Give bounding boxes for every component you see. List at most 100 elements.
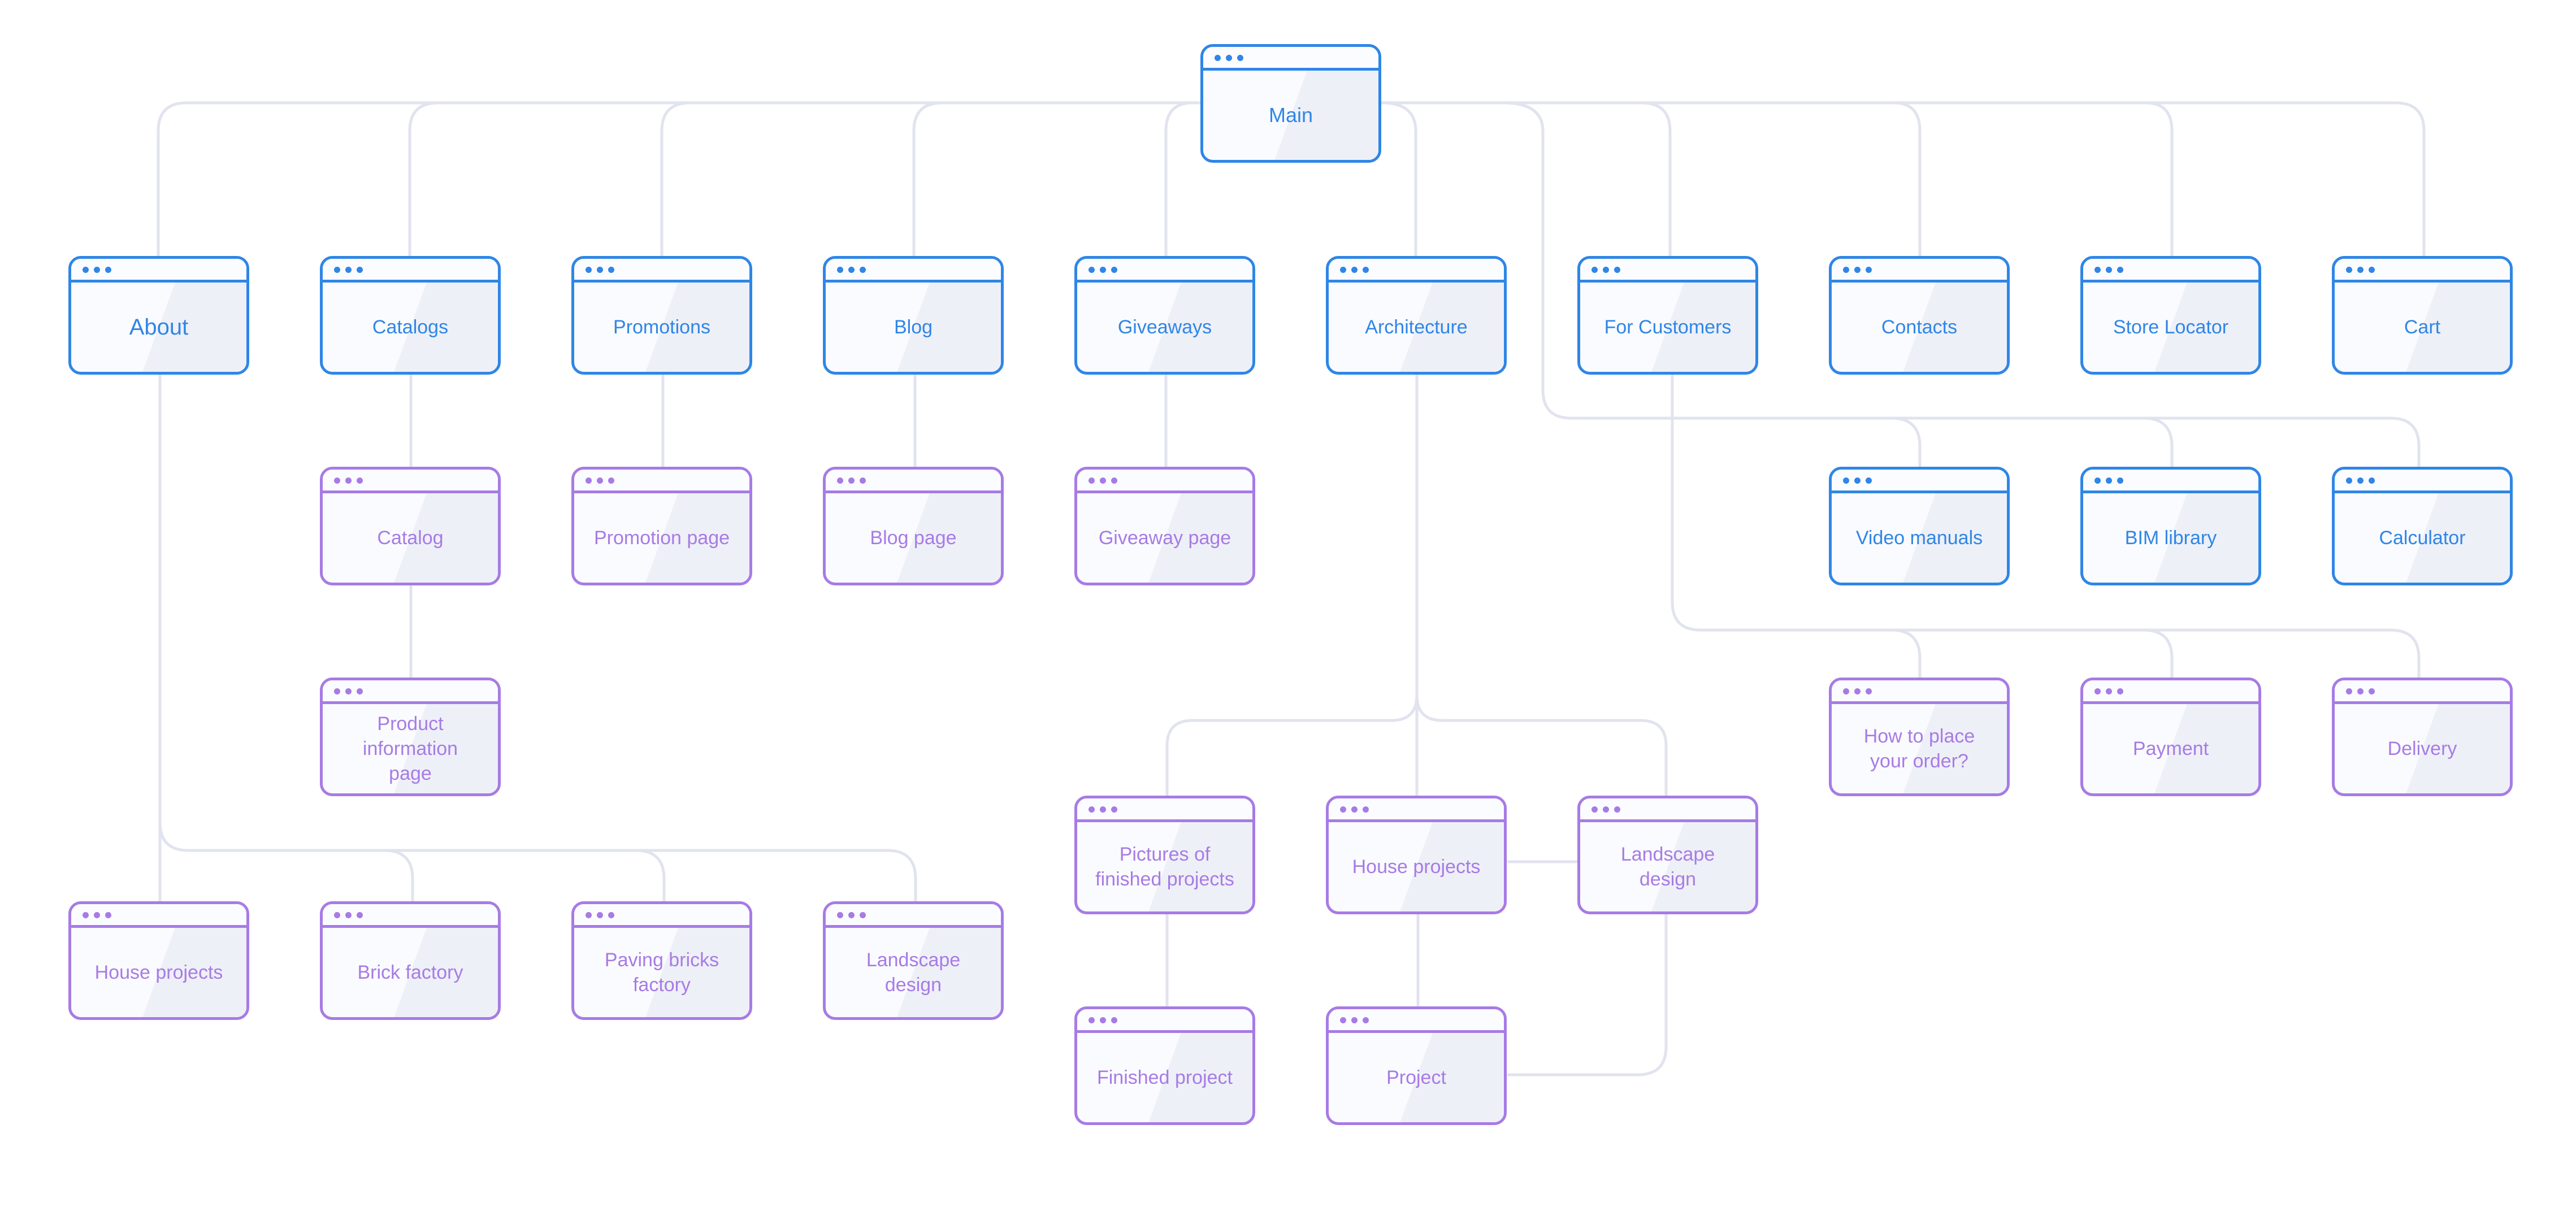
window-dots-icon <box>2346 688 2375 695</box>
window-dots-icon <box>586 477 614 484</box>
node-delivery[interactable]: Delivery <box>2332 678 2513 796</box>
node-promotions[interactable]: Promotions <box>571 256 752 375</box>
window-dots-icon <box>1340 267 1369 273</box>
window-dots-icon <box>1088 1017 1117 1024</box>
window-dots-icon <box>1843 267 1872 273</box>
window-titlebar <box>71 259 246 283</box>
window-titlebar <box>323 904 498 928</box>
connector-project-pages <box>1165 860 1668 1076</box>
window-titlebar <box>2335 680 2510 704</box>
node-blog-page[interactable]: Blog page <box>823 467 1004 585</box>
node-label: Project <box>1386 1067 1446 1088</box>
window-dots-icon <box>586 912 614 919</box>
connector-architecture-branch <box>1165 373 1668 797</box>
window-dots-icon <box>1340 806 1369 813</box>
window-titlebar <box>826 904 1001 928</box>
node-catalog[interactable]: Catalog <box>320 467 501 585</box>
window-dots-icon <box>2094 267 2123 273</box>
node-label: Video manuals <box>1855 527 1983 549</box>
node-bim-library[interactable]: BIM library <box>2080 467 2261 585</box>
connector-about-branch <box>158 373 917 903</box>
node-label: Store Locator <box>2113 316 2229 338</box>
node-label: Main <box>1268 103 1313 127</box>
node-label: Architecture <box>1365 316 1468 338</box>
node-video-manuals[interactable]: Video manuals <box>1829 467 2010 585</box>
window-titlebar <box>2083 680 2258 704</box>
node-about-landscape-design[interactable]: Landscape design <box>823 901 1004 1020</box>
window-dots-icon <box>334 477 363 484</box>
window-titlebar <box>2335 470 2510 493</box>
node-label: About <box>129 315 189 340</box>
connector-main-to-architecture <box>1380 101 1417 258</box>
window-titlebar <box>1580 259 1755 283</box>
window-dots-icon <box>1088 267 1117 273</box>
node-paving-bricks-factory[interactable]: Paving bricks factory <box>571 901 752 1020</box>
window-dots-icon <box>334 912 363 919</box>
node-label: House projects <box>94 962 223 983</box>
node-about[interactable]: About <box>68 256 249 375</box>
window-dots-icon <box>1088 477 1117 484</box>
window-dots-icon <box>2094 688 2123 695</box>
node-label: Catalog <box>377 527 444 549</box>
node-main[interactable]: Main <box>1200 44 1381 163</box>
node-payment[interactable]: Payment <box>2080 678 2261 796</box>
node-finished-project[interactable]: Finished project <box>1074 1006 1255 1125</box>
window-titlebar <box>71 904 246 928</box>
node-blog[interactable]: Blog <box>823 256 1004 375</box>
window-titlebar <box>1832 259 2007 283</box>
window-titlebar <box>826 259 1001 283</box>
node-product-information-page[interactable]: Product information page <box>320 678 501 796</box>
node-label: Brick factory <box>357 962 463 983</box>
window-titlebar <box>826 470 1001 493</box>
window-dots-icon <box>2094 477 2123 484</box>
window-titlebar <box>1077 798 1252 822</box>
window-dots-icon <box>1340 1017 1369 1024</box>
node-label: Blog <box>894 316 933 338</box>
connector-main-to-customer-tools <box>1502 101 2421 468</box>
window-titlebar <box>574 259 749 283</box>
window-titlebar <box>1329 259 1504 283</box>
node-about-house-projects[interactable]: House projects <box>68 901 249 1020</box>
node-label: Paving bricks factory <box>604 949 719 996</box>
window-titlebar <box>1329 1009 1504 1033</box>
node-promotion-page[interactable]: Promotion page <box>571 467 752 585</box>
window-dots-icon <box>837 912 866 919</box>
window-titlebar <box>1832 470 2007 493</box>
window-titlebar <box>323 259 498 283</box>
window-titlebar <box>323 680 498 704</box>
node-label: For Customers <box>1604 316 1732 338</box>
node-catalogs[interactable]: Catalogs <box>320 256 501 375</box>
window-dots-icon <box>837 477 866 484</box>
node-architecture-landscape-design[interactable]: Landscape design <box>1577 796 1758 914</box>
node-pictures-of-finished-projects[interactable]: Pictures of finished projects <box>1074 796 1255 914</box>
node-giveaways[interactable]: Giveaways <box>1074 256 1255 375</box>
node-how-to-place-order[interactable]: How to place your order? <box>1829 678 2010 796</box>
node-label: House projects <box>1352 856 1481 878</box>
window-dots-icon <box>2346 477 2375 484</box>
window-titlebar <box>574 904 749 928</box>
window-titlebar <box>2083 259 2258 283</box>
window-titlebar <box>1203 47 1378 71</box>
node-architecture-house-projects[interactable]: House projects <box>1326 796 1507 914</box>
node-label: Landscape design <box>1620 844 1715 890</box>
window-dots-icon <box>83 912 111 919</box>
node-label: BIM library <box>2124 527 2217 549</box>
window-titlebar <box>1832 680 2007 704</box>
node-contacts[interactable]: Contacts <box>1829 256 2010 375</box>
node-label: Cart <box>2404 316 2441 338</box>
node-label: Landscape design <box>866 949 961 996</box>
connector-customers-to-info-pages <box>1671 373 2421 679</box>
node-store-locator[interactable]: Store Locator <box>2080 256 2261 375</box>
node-for-customers[interactable]: For Customers <box>1577 256 1758 375</box>
window-dots-icon <box>1088 806 1117 813</box>
node-calculator[interactable]: Calculator <box>2332 467 2513 585</box>
node-cart[interactable]: Cart <box>2332 256 2513 375</box>
node-architecture[interactable]: Architecture <box>1326 256 1507 375</box>
node-giveaway-page[interactable]: Giveaway page <box>1074 467 1255 585</box>
node-project[interactable]: Project <box>1326 1006 1507 1125</box>
node-label: Pictures of finished projects <box>1095 844 1234 890</box>
window-dots-icon <box>334 688 363 695</box>
node-brick-factory[interactable]: Brick factory <box>320 901 501 1020</box>
window-titlebar <box>323 470 498 493</box>
